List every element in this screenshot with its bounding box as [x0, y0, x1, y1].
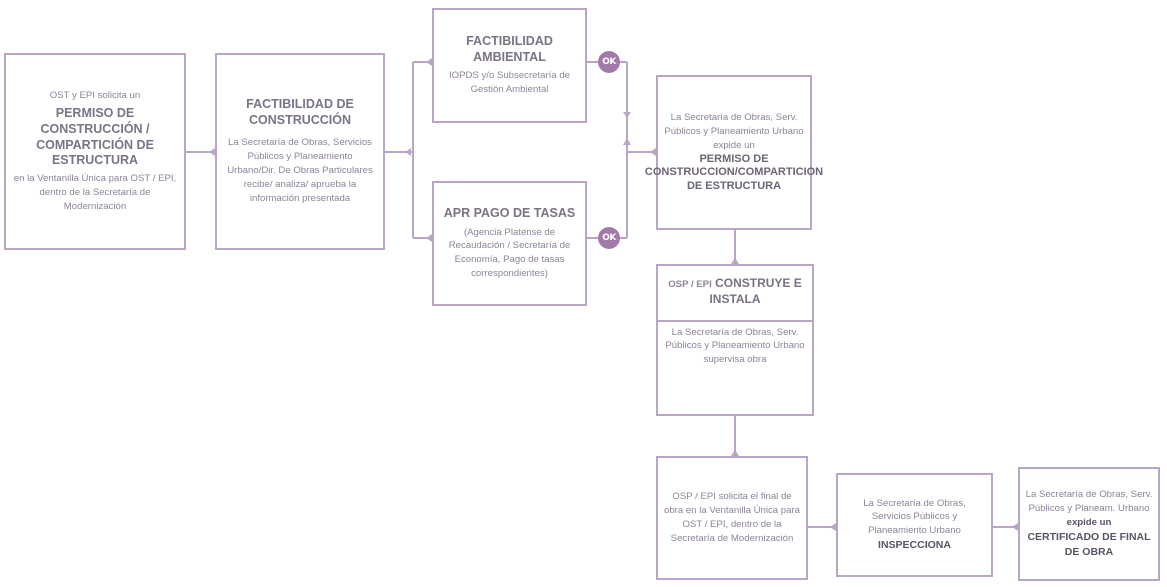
construye-header: OSP / EPI CONSTRUYE E INSTALA [663, 276, 807, 308]
expide-permiso-title: PERMISO DE CONSTRUCCION/COMPARTICION DE … [644, 152, 824, 193]
solicita-final-body: OSP / EPI solicita el final de obra en l… [663, 491, 800, 544]
step-solicita-final: OSP / EPI solicita el final de obra en l… [656, 456, 808, 580]
arrowhead [623, 138, 631, 145]
ok-badge-top: OK [598, 51, 620, 73]
arrowhead [426, 58, 432, 66]
arrowhead [405, 148, 411, 156]
factibilidad-construccion-body: La Secretaría de Obras, Servicios Públic… [227, 137, 373, 204]
inspecciona-title: INSPECCIONA [878, 539, 951, 552]
solicita-title: PERMISO DE CONSTRUCCIÓN / COMPARTICIÓN D… [36, 106, 154, 168]
factibilidad-ambiental-body: IOPDS y/o Subsecretaría de Gestión Ambie… [448, 70, 571, 96]
arrowhead [1012, 523, 1018, 531]
step-certificado-final: La Secretaría de Obras, Serv. Públicos y… [1018, 467, 1160, 581]
apr-pago-body: (Agencia Platense de Recaudación / Secre… [448, 226, 571, 280]
construye-divider [656, 320, 814, 322]
step-expide-permiso: La Secretaría de Obras, Serv. Públicos y… [645, 75, 823, 230]
construye-prefix: OSP / EPI [668, 279, 712, 290]
step-apr-pago-tasas: APR PAGO DE TASAS (Agencia Platense de R… [432, 181, 587, 306]
certificado-verb: expide un [1066, 516, 1112, 528]
step-construye-instala: OSP / EPI CONSTRUYE E INSTALA La Secreta… [656, 264, 814, 416]
step-factibilidad-ambiental: FACTIBILIDAD AMBIENTAL IOPDS y/o Subsecr… [432, 8, 587, 123]
certificado-title: CERTIFICADO DE FINAL DE OBRA [1027, 530, 1151, 558]
construye-title: CONSTRUYE E INSTALA [709, 276, 802, 306]
ok-badge-bottom: OK [598, 227, 620, 249]
factibilidad-ambiental-title: FACTIBILIDAD AMBIENTAL [466, 33, 553, 64]
solicita-intro: OST y EPI solicita un [49, 90, 141, 102]
arrowhead [731, 450, 739, 456]
certificado-intro: La Secretaría de Obras, Serv. Públicos y… [1025, 488, 1153, 514]
step-solicita-permiso: OST y EPI solicita un PERMISO DE CONSTRU… [4, 53, 186, 250]
solicita-outro: en la Ventanilla Única para OST / EPI, d… [13, 172, 177, 212]
step-inspecciona: La Secretaría de Obras, Servicios Públic… [836, 473, 993, 577]
inspecciona-intro: La Secretaría de Obras, Servicios Públic… [863, 497, 966, 537]
arrowhead [209, 148, 215, 156]
arrowhead [426, 234, 432, 242]
construye-body: La Secretaría de Obras, Serv. Públicos y… [665, 326, 805, 366]
arrowhead [830, 523, 836, 531]
factibilidad-construccion-title: FACTIBILIDAD DE CONSTRUCCIÓN [246, 97, 354, 127]
arrowhead [650, 148, 656, 156]
step-factibilidad-construccion: FACTIBILIDAD DE CONSTRUCCIÓN La Secretar… [215, 53, 385, 250]
apr-pago-title: APR PAGO DE TASAS [443, 205, 576, 220]
arrowhead [623, 112, 631, 118]
expide-permiso-intro: La Secretaría de Obras, Serv. Públicos y… [664, 112, 804, 151]
arrowhead [731, 258, 739, 264]
